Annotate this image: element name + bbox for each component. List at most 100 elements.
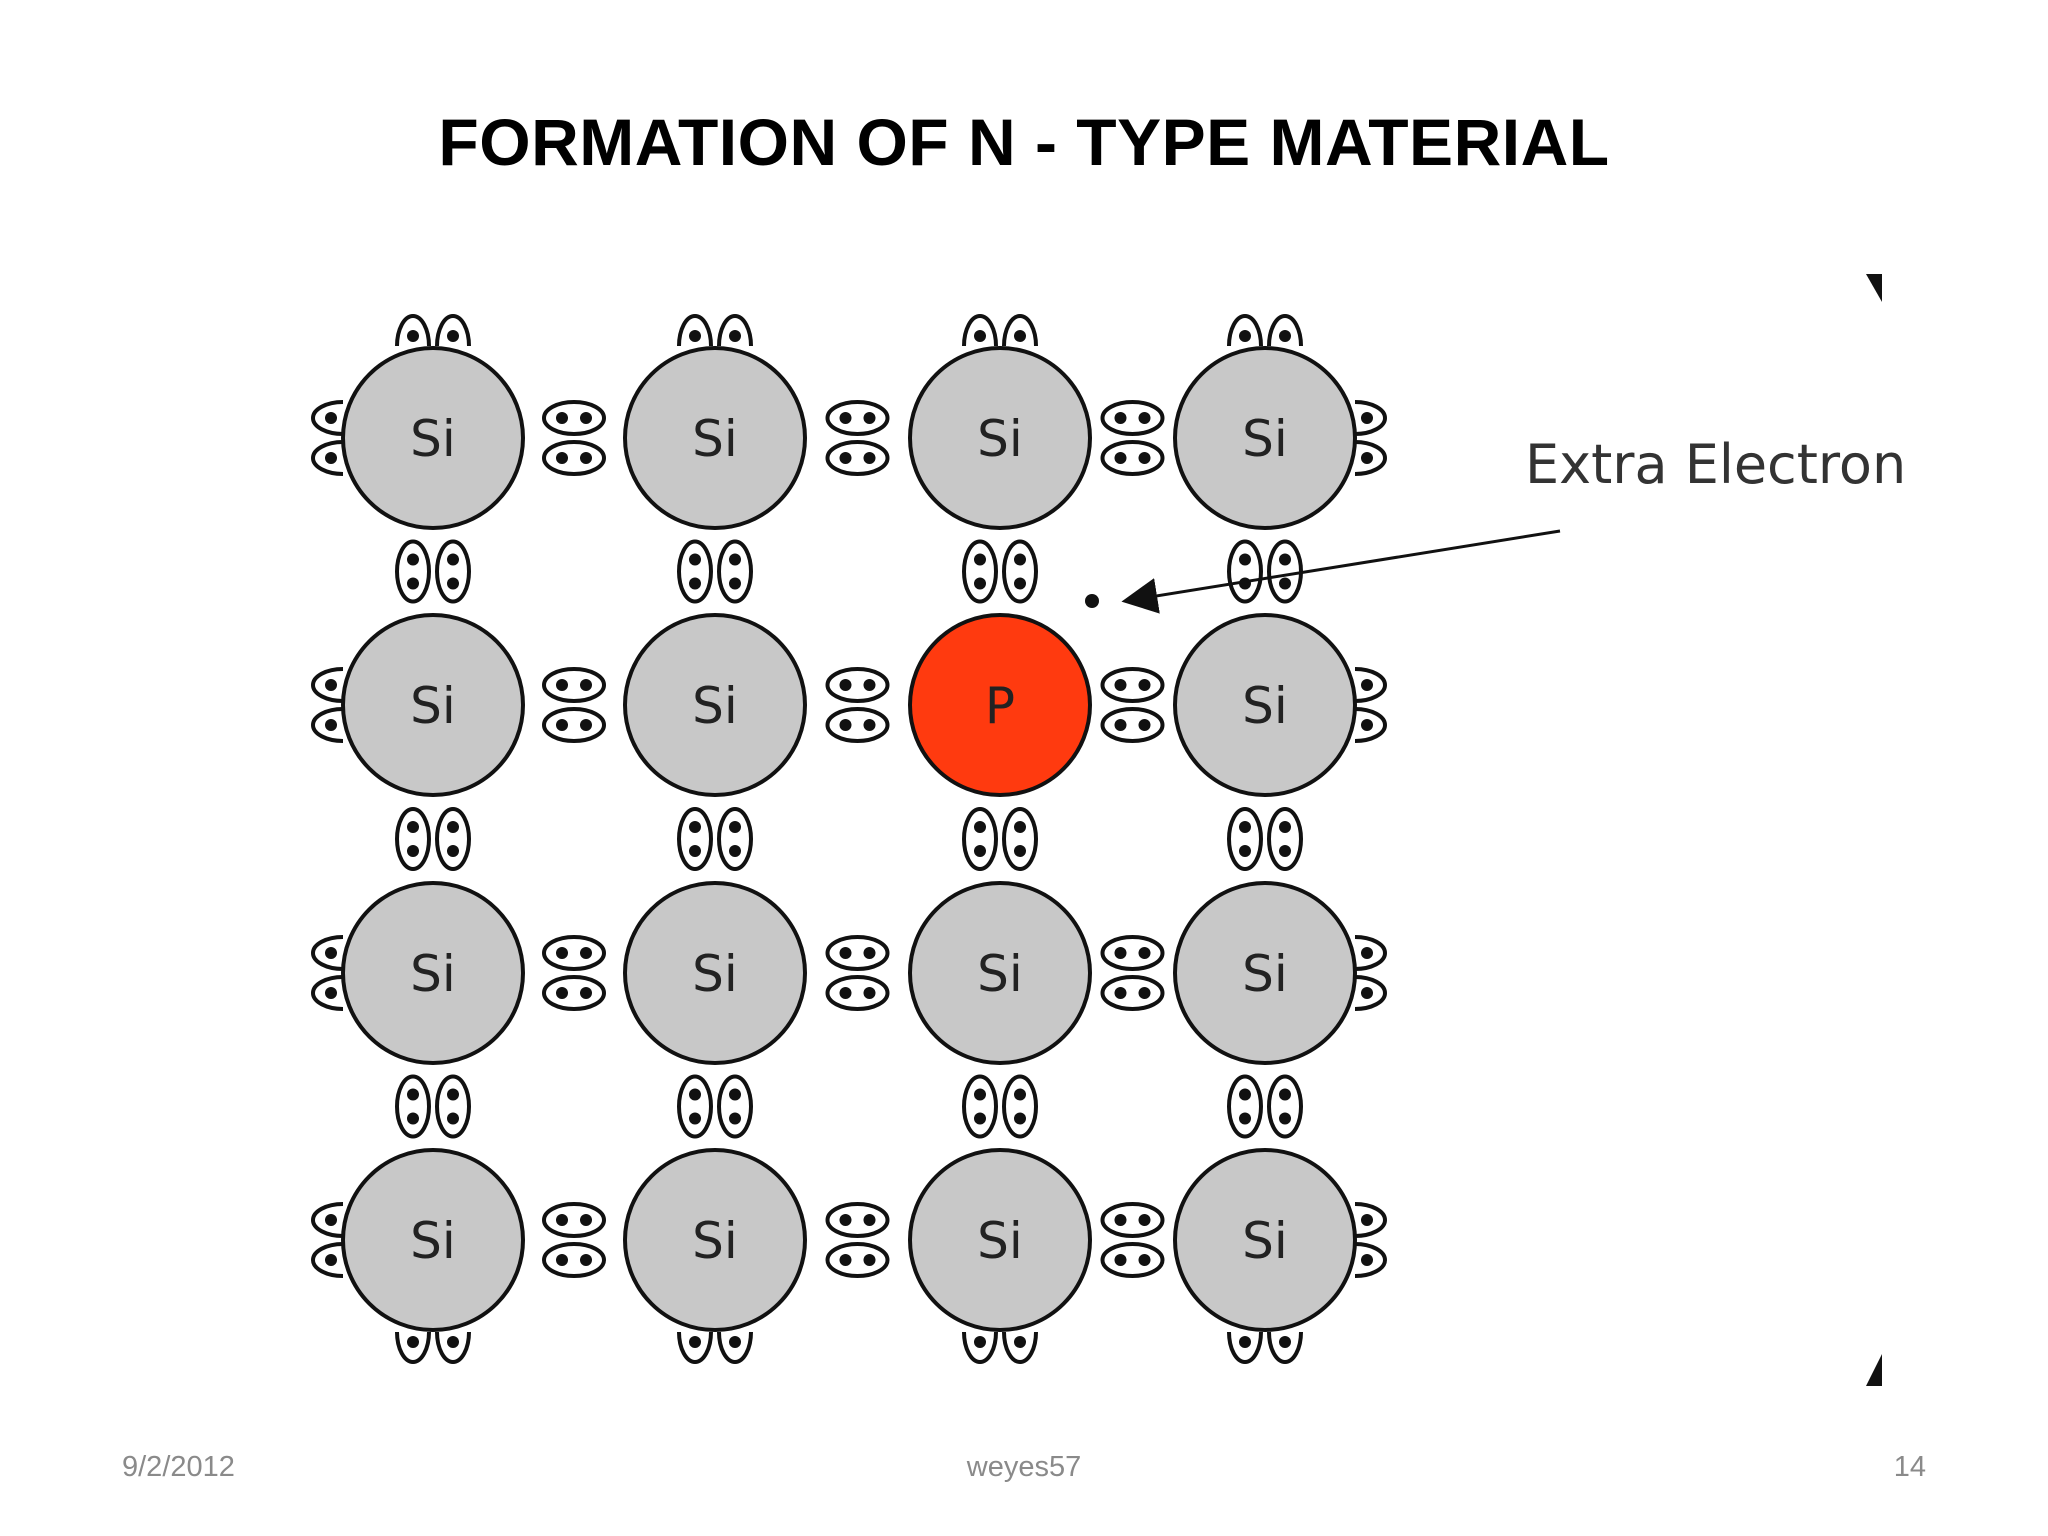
covalent-bond [677, 1074, 753, 1139]
atom-circle [908, 1148, 1092, 1332]
electron-orbital [1100, 935, 1165, 971]
covalent-bond [962, 807, 1038, 871]
atom-circle [1173, 613, 1357, 797]
electron [407, 845, 419, 857]
electron-orbital [825, 975, 890, 1011]
electron [447, 1088, 459, 1101]
electron-orbital [395, 807, 431, 871]
electron [1014, 1112, 1026, 1125]
electron [974, 553, 986, 566]
electron [447, 821, 459, 833]
electron-orbital [677, 807, 713, 871]
electron [1361, 947, 1373, 959]
electron [729, 1112, 741, 1125]
electron [447, 1336, 459, 1348]
electron-orbital [435, 314, 471, 347]
electron [1138, 987, 1151, 999]
electron [447, 553, 459, 566]
electron [580, 719, 592, 731]
electron [556, 1254, 568, 1266]
covalent-bond [542, 667, 606, 743]
electron [974, 577, 986, 590]
electron-orbital [435, 539, 471, 604]
atom-circle [908, 881, 1092, 1065]
electron [1239, 553, 1251, 566]
covalent-bond [542, 935, 606, 1011]
atom-label: Si [1242, 677, 1288, 735]
electron-orbital [1354, 935, 1387, 971]
electron [1138, 1214, 1151, 1226]
electron [325, 1254, 337, 1266]
electron [1114, 412, 1127, 424]
electron [407, 330, 419, 342]
electron [863, 412, 876, 424]
electron-orbital [962, 1331, 998, 1364]
electron [1014, 1088, 1026, 1101]
electron-orbital [311, 975, 344, 1011]
electron-orbital [311, 400, 344, 436]
silicon-atom: Si [1173, 613, 1357, 797]
covalent-bond [1100, 667, 1165, 743]
edge-bond [1354, 1202, 1387, 1278]
electron-orbital [1100, 1242, 1165, 1278]
electron [1114, 719, 1127, 731]
electron-orbital [1100, 400, 1165, 436]
covalent-bond [825, 667, 890, 743]
edge-bond [395, 314, 471, 347]
electron-orbital [395, 314, 431, 347]
atom-circle [1173, 346, 1357, 530]
electron-orbital [542, 975, 606, 1011]
footer-date: 9/2/2012 [122, 1451, 235, 1483]
silicon-atom: Si [341, 1148, 525, 1332]
electron [1239, 1112, 1251, 1125]
electron [1014, 845, 1026, 857]
electron [1279, 1336, 1291, 1348]
electron-orbital [1354, 440, 1387, 476]
atom-label: Si [410, 677, 456, 735]
extra-electron-dot [1085, 594, 1099, 608]
electron-orbital [1227, 807, 1263, 871]
electron [689, 1336, 701, 1348]
edge-bond [677, 314, 753, 347]
edge-bond [1354, 400, 1387, 476]
electron [1361, 987, 1373, 999]
atom-circle [341, 1148, 525, 1332]
electron [863, 1254, 876, 1266]
electron [1279, 845, 1291, 857]
electron [689, 553, 701, 566]
callout-arrow [1121, 529, 1561, 614]
covalent-bond [1227, 539, 1303, 604]
electron-orbital [1267, 807, 1303, 871]
electron [1138, 719, 1151, 731]
electron [1138, 412, 1151, 424]
electron [556, 679, 568, 691]
electron [689, 577, 701, 590]
electron [556, 452, 568, 464]
covalent-bond [542, 400, 606, 476]
electron-orbital [1227, 1074, 1263, 1139]
edge-bond [395, 1331, 471, 1364]
electron [863, 987, 876, 999]
electron-orbital [311, 935, 344, 971]
slide-title: FORMATION OF N - TYPE MATERIAL [438, 105, 1610, 179]
electron-orbital [435, 807, 471, 871]
electron [1014, 577, 1026, 590]
electron [407, 1088, 419, 1101]
atom-circle [341, 613, 525, 797]
electron [729, 845, 741, 857]
electron-orbital [1100, 1202, 1165, 1238]
covalent-bond [395, 539, 471, 604]
electron [689, 821, 701, 833]
electron [580, 1214, 592, 1226]
electron [1361, 452, 1373, 464]
atom-circle [341, 881, 525, 1065]
electron [1279, 330, 1291, 342]
electron [1114, 1214, 1127, 1226]
atom-circle [908, 613, 1092, 797]
footer-page-number: 14 [1893, 1451, 1926, 1483]
atom-label: Si [692, 945, 738, 1003]
electron-orbital [311, 1242, 344, 1278]
silicon-atom: Si [1173, 881, 1357, 1065]
electron [325, 679, 337, 691]
